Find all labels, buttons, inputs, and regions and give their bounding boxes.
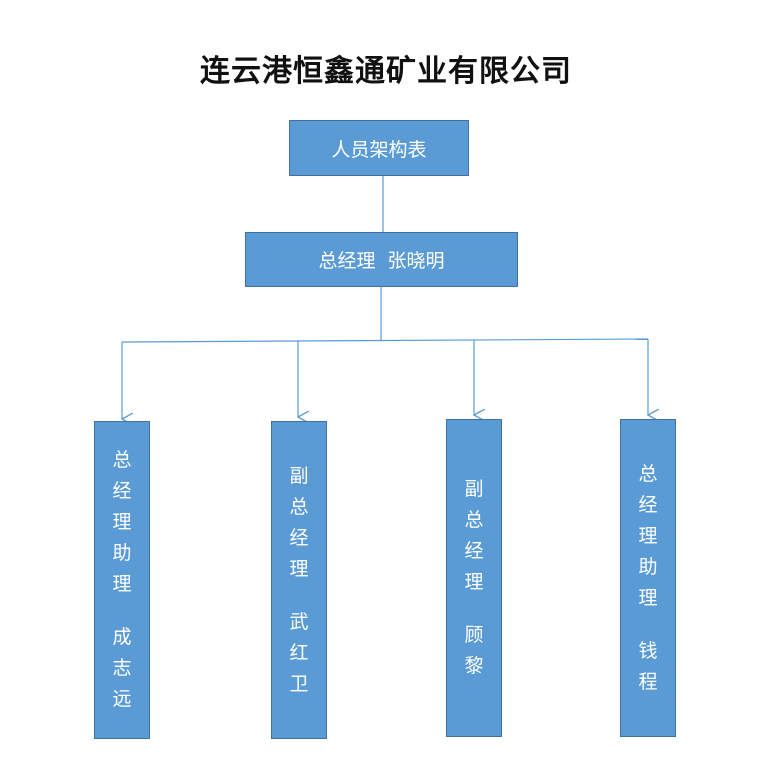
manager-node: 总经理 张晓明 [245, 232, 518, 287]
subordinate-role: 总经理助理 [112, 449, 132, 595]
page-title: 连云港恒鑫通矿业有限公司 [200, 54, 572, 89]
subordinate-node-4: 总经理助理钱程 [620, 419, 676, 737]
root-node: 人员架构表 [289, 120, 469, 176]
subordinate-name: 钱程 [638, 639, 658, 693]
subordinate-role: 副总经理 [464, 478, 484, 593]
subordinate-node-1: 总经理助理成志远 [94, 421, 150, 739]
subordinate-name: 顾黎 [464, 624, 484, 677]
manager-node-label: 总经理 张晓明 [318, 250, 445, 272]
subordinate-name: 成志远 [112, 626, 132, 710]
subordinate-name: 武红卫 [289, 610, 309, 695]
subordinate-role: 总经理助理 [638, 462, 658, 609]
root-node-label: 人员架构表 [331, 138, 427, 161]
subordinate-node-3: 副总经理顾黎 [446, 419, 502, 737]
subordinate-node-2: 副总经理武红卫 [271, 421, 327, 739]
connector-horizontal [121, 338, 649, 343]
subordinate-role: 副总经理 [289, 464, 309, 580]
